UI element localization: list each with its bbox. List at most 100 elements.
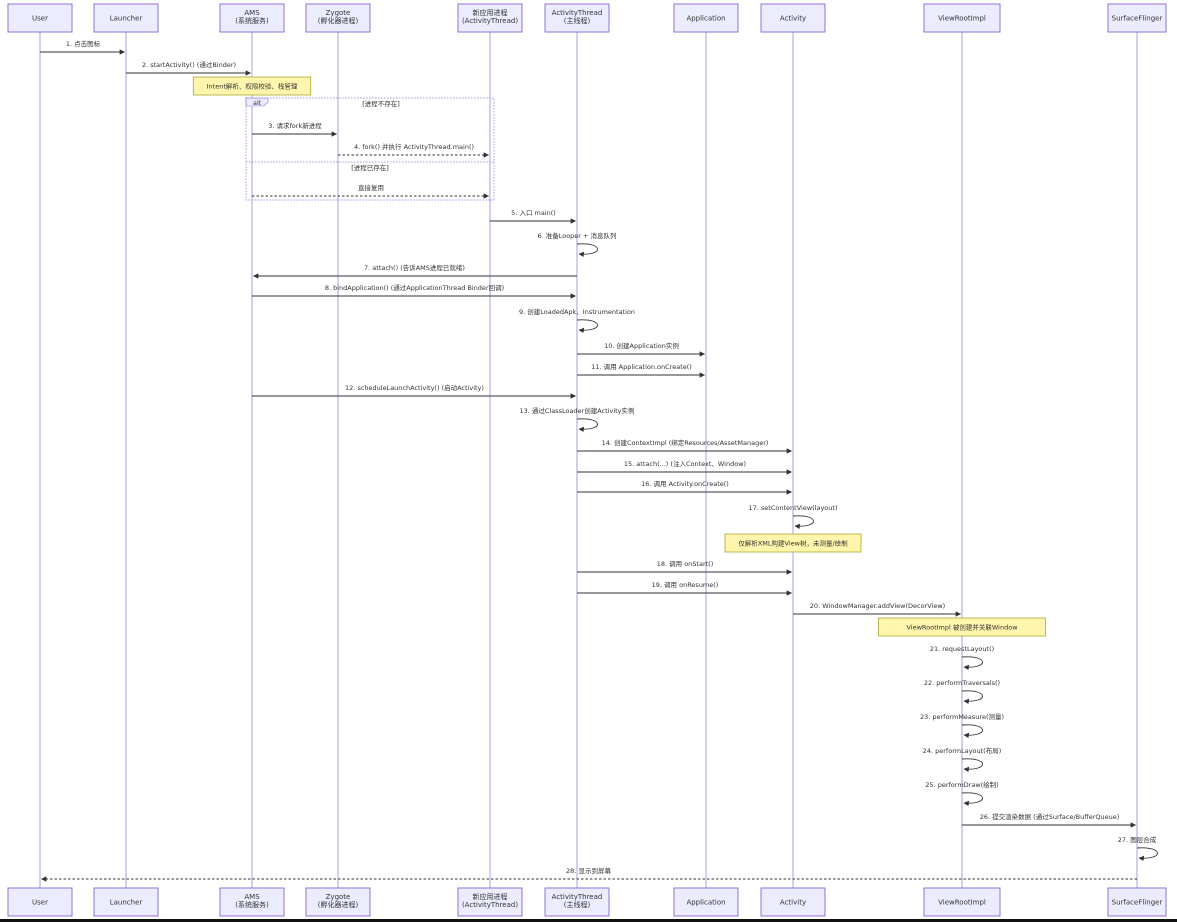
- message-label: 9. 创建LoadedApk、Instrumentation: [519, 307, 635, 316]
- message-label: 21. requestLayout(): [930, 645, 994, 653]
- self-loop-arrow: [1136, 847, 1158, 862]
- actor-application-bottom: Application: [673, 887, 739, 917]
- message-label: 8. bindApplication() (通过ApplicationThrea…: [325, 283, 504, 292]
- message-21: 16. 调用 Activity.onCreate(): [577, 479, 793, 495]
- actor-label: AMS: [244, 893, 260, 901]
- actor-box: [7, 3, 73, 33]
- alt-condition: [进程已存在]: [351, 163, 389, 172]
- message-17: 12. scheduleLaunchActivity() (启动Activity…: [252, 383, 577, 399]
- actor-at-bottom: ActivityThread(主线程): [544, 887, 610, 917]
- self-message-22: 17. setContentView(layout): [749, 504, 838, 530]
- self-message-30: 23. performMeasure(测量): [920, 713, 1004, 739]
- note-activity: 仅解析XML构建View树，未测量/绘制: [724, 533, 862, 553]
- message-label: 15. attach(...) (注入Context、Window): [624, 459, 746, 468]
- message-label: 10. 创建Application实例: [604, 341, 679, 350]
- message-16: 11. 调用 Application.onCreate(): [577, 362, 706, 378]
- note-text: 仅解析XML构建View树，未测量/绘制: [738, 539, 848, 548]
- self-message-32: 25. performDraw(绘制): [925, 780, 999, 807]
- alt-condition: [进程不存在]: [362, 99, 400, 108]
- actor-box: [673, 887, 739, 917]
- note-ams: Intent解析、权限校验、栈管理: [192, 76, 312, 96]
- self-loop-arrow: [961, 690, 983, 705]
- self-loop-arrow: [576, 319, 598, 334]
- self-message-28: 21. requestLayout(): [930, 645, 994, 671]
- note-box: [192, 76, 312, 96]
- actor-box: [673, 3, 739, 33]
- message-label: 7. attach() (告诉AMS进程已就绪): [364, 263, 465, 272]
- message-15: 10. 创建Application实例: [577, 341, 706, 357]
- message-20: 15. attach(...) (注入Context、Window): [577, 459, 793, 475]
- message-label: 24. performLayout(布局): [923, 746, 1002, 755]
- self-message-31: 24. performLayout(布局): [923, 746, 1002, 773]
- self-loop-arrow: [961, 792, 983, 807]
- actor-box: [923, 887, 1001, 917]
- self-message-18: 13. 通过ClassLoader创建Activity实例: [519, 406, 635, 433]
- actor-label: ActivityThread: [552, 893, 603, 901]
- self-message-14: 9. 创建LoadedApk、Instrumentation: [519, 307, 635, 334]
- actor-box: [93, 887, 159, 917]
- self-loop-arrow: [792, 515, 814, 530]
- actor-box: [93, 3, 159, 33]
- actor-box: [760, 887, 826, 917]
- actor-label: ViewRootImpl: [938, 899, 986, 907]
- alt-keyword: alt: [253, 99, 262, 107]
- message-label: 2. startActivity() (通过Binder): [142, 60, 236, 69]
- actor-at-top: ActivityThread(主线程): [544, 3, 610, 33]
- message-label: 17. setContentView(layout): [749, 504, 838, 512]
- message-label: 18. 调用 onStart(): [657, 559, 714, 568]
- actor-box: [305, 887, 371, 917]
- message-2: 2. startActivity() (通过Binder): [126, 60, 252, 76]
- note-box: [878, 617, 1046, 637]
- alt-fragment-header: alt [进程不存在]: [245, 97, 400, 108]
- actor-label: 新应用进程: [473, 8, 508, 17]
- actor-application-top: Application: [673, 3, 739, 33]
- actor-label: SurfaceFlinger: [1112, 15, 1163, 23]
- actor-label: Launcher: [110, 15, 143, 23]
- message-label: 3. 请求fork新进程: [268, 121, 322, 130]
- message-label: 26. 提交渲染数据 (通过Surface/BufferQueue): [980, 812, 1120, 821]
- message-19: 14. 创建ContextImpl (绑定Resources/AssetMana…: [577, 438, 793, 454]
- actor-box: [219, 3, 285, 33]
- bottom-edge-bar: [0, 919, 1177, 922]
- actor-box: [760, 3, 826, 33]
- self-loop-arrow: [961, 724, 983, 739]
- actor-box: [305, 3, 371, 33]
- actor-box: [457, 3, 523, 33]
- actor-box: [1107, 887, 1167, 917]
- actor-sf-bottom: SurfaceFlinger: [1107, 887, 1167, 917]
- actor-label: SurfaceFlinger: [1112, 899, 1163, 907]
- message-label: 20. WindowManager.addView(DecorView): [810, 602, 945, 610]
- message-label: 13. 通过ClassLoader创建Activity实例: [519, 406, 634, 415]
- actor-label: Application: [686, 899, 725, 907]
- self-message-29: 22. performTraversals(): [924, 679, 1000, 705]
- message-label: 27. 图层合成: [1118, 835, 1157, 844]
- message-10: 5. 入口 main(): [490, 209, 577, 224]
- message-1: 1. 点击图标: [40, 39, 126, 55]
- actor-label: Application: [686, 15, 725, 23]
- message-label: 11. 调用 Application.onCreate(): [591, 362, 692, 371]
- message-33: 26. 提交渲染数据 (通过Surface/BufferQueue): [962, 812, 1137, 828]
- actor-label: Launcher: [110, 899, 143, 907]
- actor-box: [544, 3, 610, 33]
- self-loop-arrow: [576, 243, 598, 258]
- actor-vri-top: ViewRootImpl: [923, 3, 1001, 33]
- actor-label: (孵化器进程): [318, 16, 359, 25]
- actor-activity-bottom: Activity: [760, 887, 826, 917]
- message-label: 25. performDraw(绘制): [925, 780, 998, 789]
- self-message-11: 6. 准备Looper + 消息队列: [537, 231, 617, 258]
- actor-label: User: [32, 899, 48, 907]
- message-label: 6. 准备Looper + 消息队列: [537, 231, 616, 240]
- message-8: 直接复用: [252, 183, 490, 199]
- actor-zygote-top: Zygote(孵化器进程): [305, 3, 371, 33]
- actor-newproc-top: 新应用进程(ActivityThread): [457, 3, 523, 33]
- message-25: 19. 调用 onResume(): [577, 580, 793, 596]
- actor-label: Zygote: [326, 9, 351, 17]
- actor-label: (ActivityThread): [462, 17, 518, 25]
- actor-activity-top: Activity: [760, 3, 826, 33]
- actor-box: [457, 887, 523, 917]
- message-6: 4. fork() 并执行 ActivityThread.main(): [338, 142, 490, 158]
- message-label: 16. 调用 Activity.onCreate(): [641, 479, 729, 488]
- alt-else-section: [进程已存在]: [246, 161, 494, 172]
- message-5: 3. 请求fork新进程: [252, 121, 338, 137]
